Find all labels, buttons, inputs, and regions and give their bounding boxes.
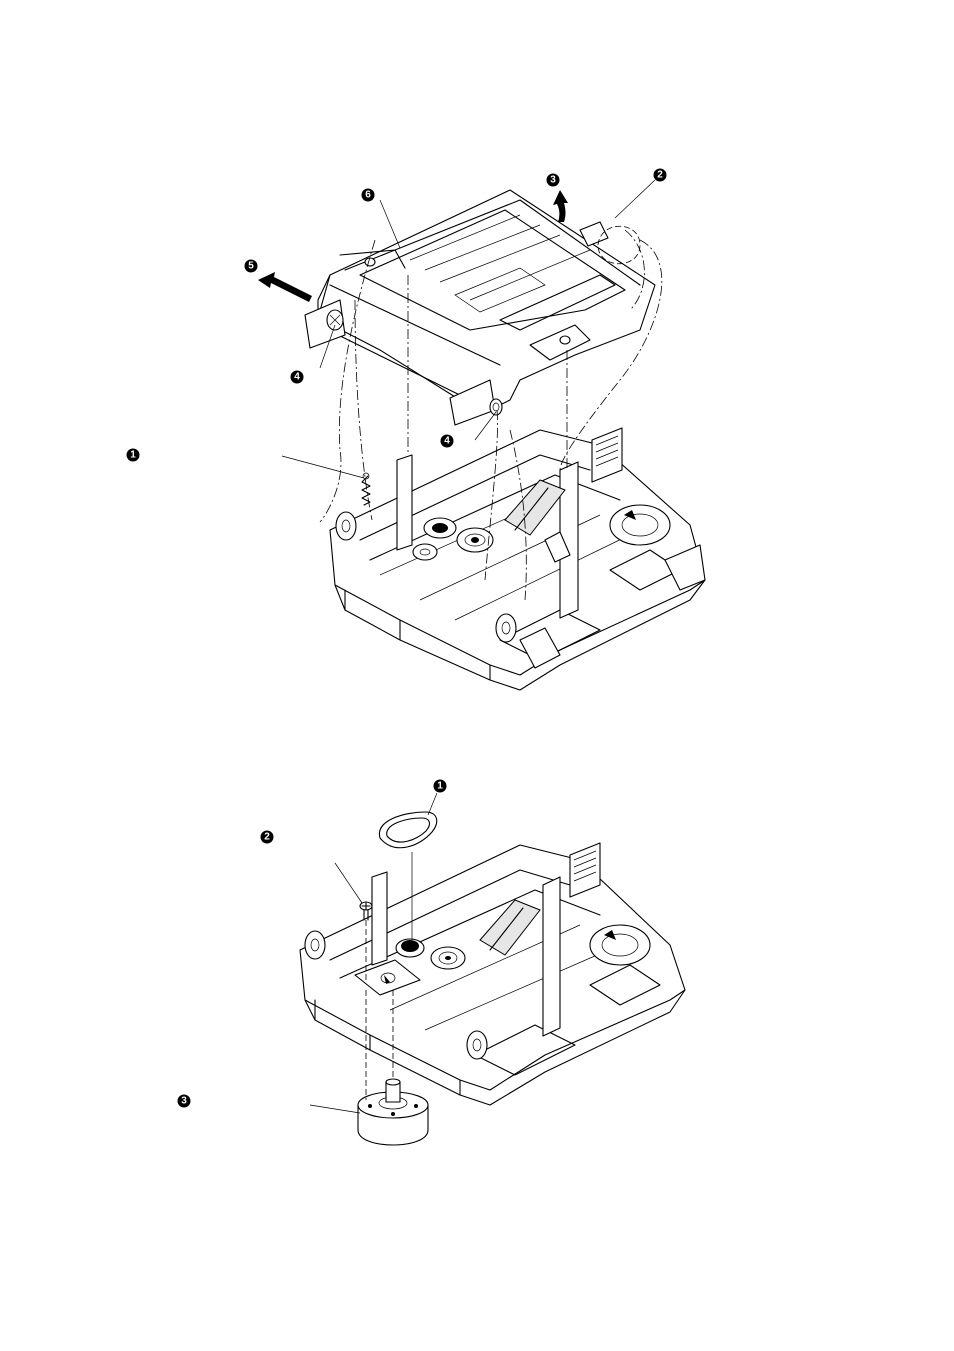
callout-c6: 6 xyxy=(362,189,375,202)
svg-text:6: 6 xyxy=(365,190,371,201)
figure-bottom-disassembly: 1 2 3 xyxy=(178,780,686,1146)
callout-c2: 2 xyxy=(654,169,667,182)
svg-text:2: 2 xyxy=(657,170,663,181)
figure-top-disassembly: 1 2 3 4 4 5 6 xyxy=(127,169,706,691)
svg-text:4: 4 xyxy=(444,436,450,447)
svg-text:4: 4 xyxy=(294,372,300,383)
spindle-motor xyxy=(358,1079,428,1145)
svg-text:3: 3 xyxy=(550,175,556,186)
arrow-left-icon xyxy=(258,272,312,302)
callout-c5: 5 xyxy=(245,260,258,273)
mechanism-chassis-top xyxy=(330,428,705,690)
callout-d1: 1 xyxy=(434,780,447,793)
callout-c3: 3 xyxy=(547,174,560,187)
curved-arrow-up-icon xyxy=(553,190,568,222)
svg-text:1: 1 xyxy=(437,781,443,792)
callout-c4a: 4 xyxy=(291,371,304,384)
drive-belt xyxy=(379,812,436,848)
tray-assembly xyxy=(305,190,655,425)
svg-text:3: 3 xyxy=(181,1096,187,1107)
callout-c4b: 4 xyxy=(441,435,454,448)
callout-c1: 1 xyxy=(127,449,140,462)
callout-d3: 3 xyxy=(178,1095,191,1108)
mechanism-chassis-bottom xyxy=(300,843,685,1105)
svg-text:1: 1 xyxy=(130,450,136,461)
callout-d2: 2 xyxy=(261,831,274,844)
svg-text:2: 2 xyxy=(264,832,270,843)
svg-text:5: 5 xyxy=(248,261,254,272)
